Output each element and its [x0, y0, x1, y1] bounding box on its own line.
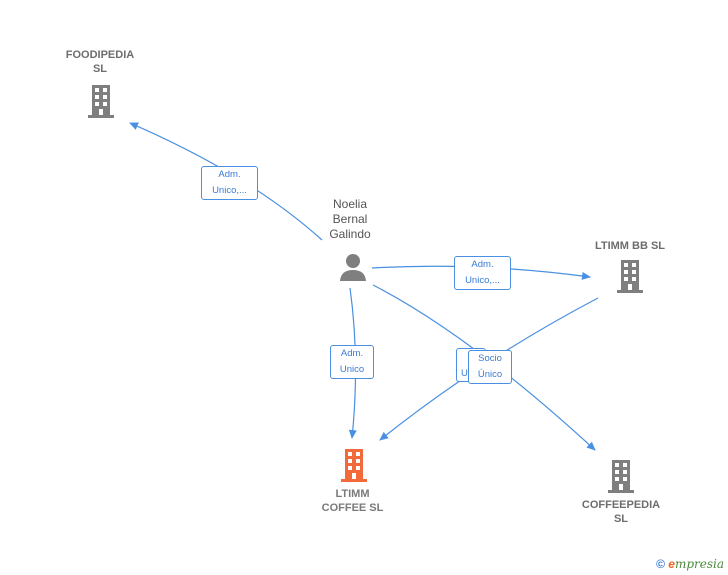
edge-label-adm-unico-foodipedia[interactable]: Adm. Unico,...: [201, 166, 258, 200]
company-label-ltimm-bb[interactable]: LTIMM BB SL: [594, 240, 666, 252]
company-label-foodipedia[interactable]: FOODIPEDIA SL: [65, 49, 135, 75]
edge-label-adm-unico-ltimm-coffee[interactable]: Adm. Unico: [330, 345, 374, 379]
building-icon[interactable]: [339, 447, 369, 483]
company-label-coffeepedia[interactable]: COFFEEPEDIA SL: [581, 499, 661, 525]
edge-label-adm-unico-ltimm-bb[interactable]: Adm. Unico,...: [454, 256, 511, 290]
building-icon[interactable]: [86, 83, 116, 119]
brand-name: mpresia: [674, 557, 724, 571]
person-label[interactable]: Noelia Bernal Galindo: [329, 197, 371, 241]
copyright-icon: ©: [656, 557, 665, 571]
brand-footer: © empresia: [656, 557, 724, 571]
edge-label-socio-unico[interactable]: Socio Único: [468, 350, 512, 384]
brand-logo-e: e: [668, 557, 675, 571]
building-icon[interactable]: [606, 458, 636, 494]
person-icon[interactable]: [338, 252, 368, 282]
building-icon[interactable]: [615, 258, 645, 294]
company-label-ltimm-coffee[interactable]: LTIMM COFFEE SL: [321, 488, 384, 514]
